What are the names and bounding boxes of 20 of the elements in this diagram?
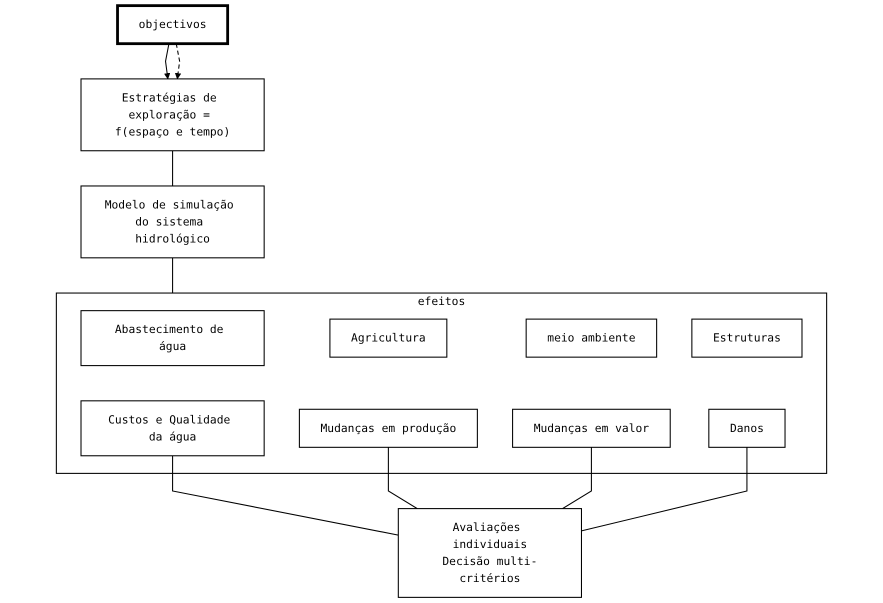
node-box: Mudanças em valor [512,408,671,448]
node-box: Modelo de simulação do sistema hidrológico [80,185,265,258]
node-box: meio ambiente [526,318,658,358]
node-box: Mudanças em produção [298,408,478,448]
node-box: Estruturas [691,318,803,358]
arrow [164,44,170,80]
arrow [174,44,182,80]
connector [172,456,398,536]
node-box: objectivos [116,4,230,46]
node-box: Agricultura [329,318,448,358]
connector [581,447,748,532]
node-box: Estratégias de exploração = f(espaço e tempo) [80,78,265,152]
node-box: Custos e Qualidade da água [80,400,265,456]
node-box: Abastecimento de água [80,310,265,366]
node-box: Danos [708,408,786,448]
connector [172,258,174,294]
connector [388,447,418,510]
connector [172,150,174,186]
node-box: Avaliações individuais Decisão multi-critérios [398,508,582,598]
connector [562,447,592,510]
